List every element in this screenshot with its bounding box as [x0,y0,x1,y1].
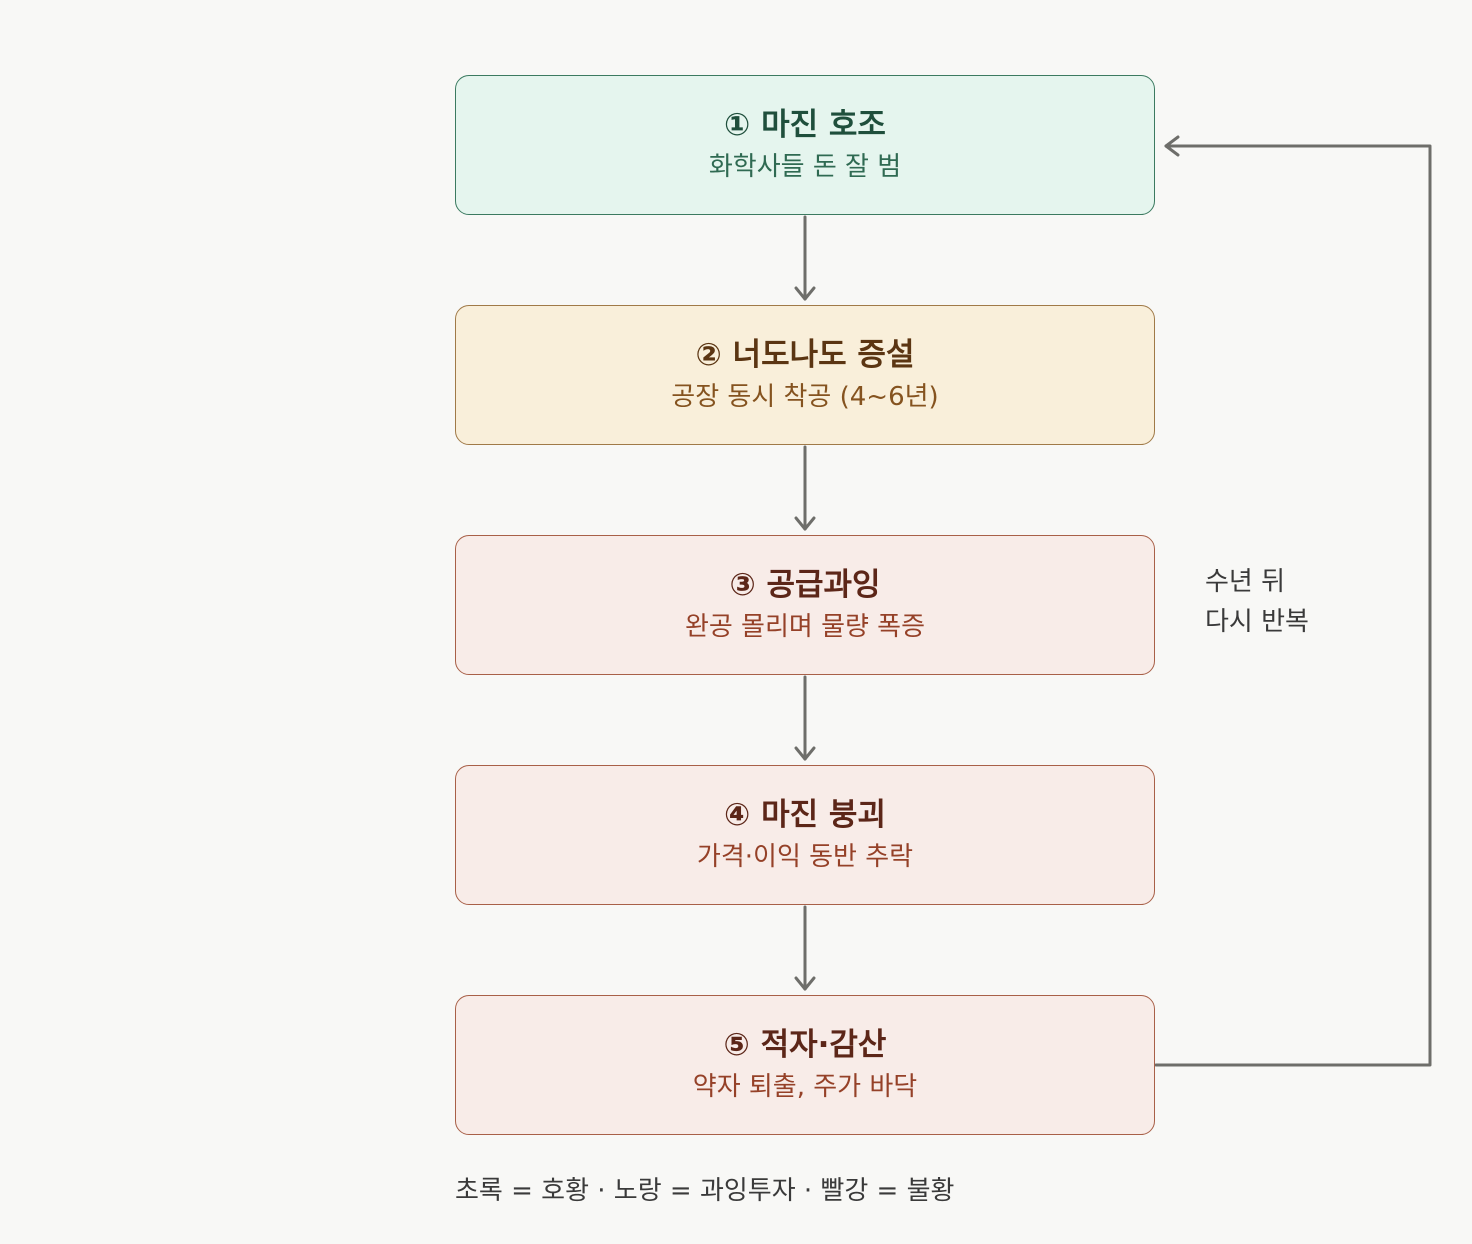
arrow-step4-to-step5 [794,905,816,991]
loop-label: 수년 뒤 다시 반복 [1205,562,1309,642]
arrow-step1-to-step2 [794,215,816,301]
step-2-subtitle: 공장 동시 착공 (4~6년) [671,382,939,412]
step-5-box: ⑤ 적자·감산 약자 퇴출, 주가 바닥 [455,995,1155,1135]
loop-back-arrow [1154,135,1432,1067]
step-1-subtitle: 화학사들 돈 잘 범 [708,152,902,182]
loop-label-line-1: 수년 뒤 [1205,567,1286,597]
step-3-title: ③ 공급과잉 [729,567,881,603]
arrow-step2-to-step3 [794,445,816,531]
loop-label-line-2: 다시 반복 [1205,607,1309,637]
step-4-subtitle: 가격·이익 동반 추락 [696,842,914,872]
step-1-box: ① 마진 호조 화학사들 돈 잘 범 [455,75,1155,215]
step-4-title: ④ 마진 붕괴 [724,797,886,833]
step-1-title: ① 마진 호조 [724,107,886,143]
step-5-subtitle: 약자 퇴출, 주가 바닥 [692,1072,918,1102]
step-4-box: ④ 마진 붕괴 가격·이익 동반 추락 [455,765,1155,905]
step-5-title: ⑤ 적자·감산 [723,1027,887,1063]
arrow-step3-to-step4 [794,675,816,761]
step-3-box: ③ 공급과잉 완공 몰리며 물량 폭증 [455,535,1155,675]
step-2-box: ② 너도나도 증설 공장 동시 착공 (4~6년) [455,305,1155,445]
step-3-subtitle: 완공 몰리며 물량 폭증 [684,612,926,642]
step-2-title: ② 너도나도 증설 [695,337,915,373]
color-legend: 초록 = 호황 · 노랑 = 과잉투자 · 빨강 = 불황 [455,1176,955,1206]
